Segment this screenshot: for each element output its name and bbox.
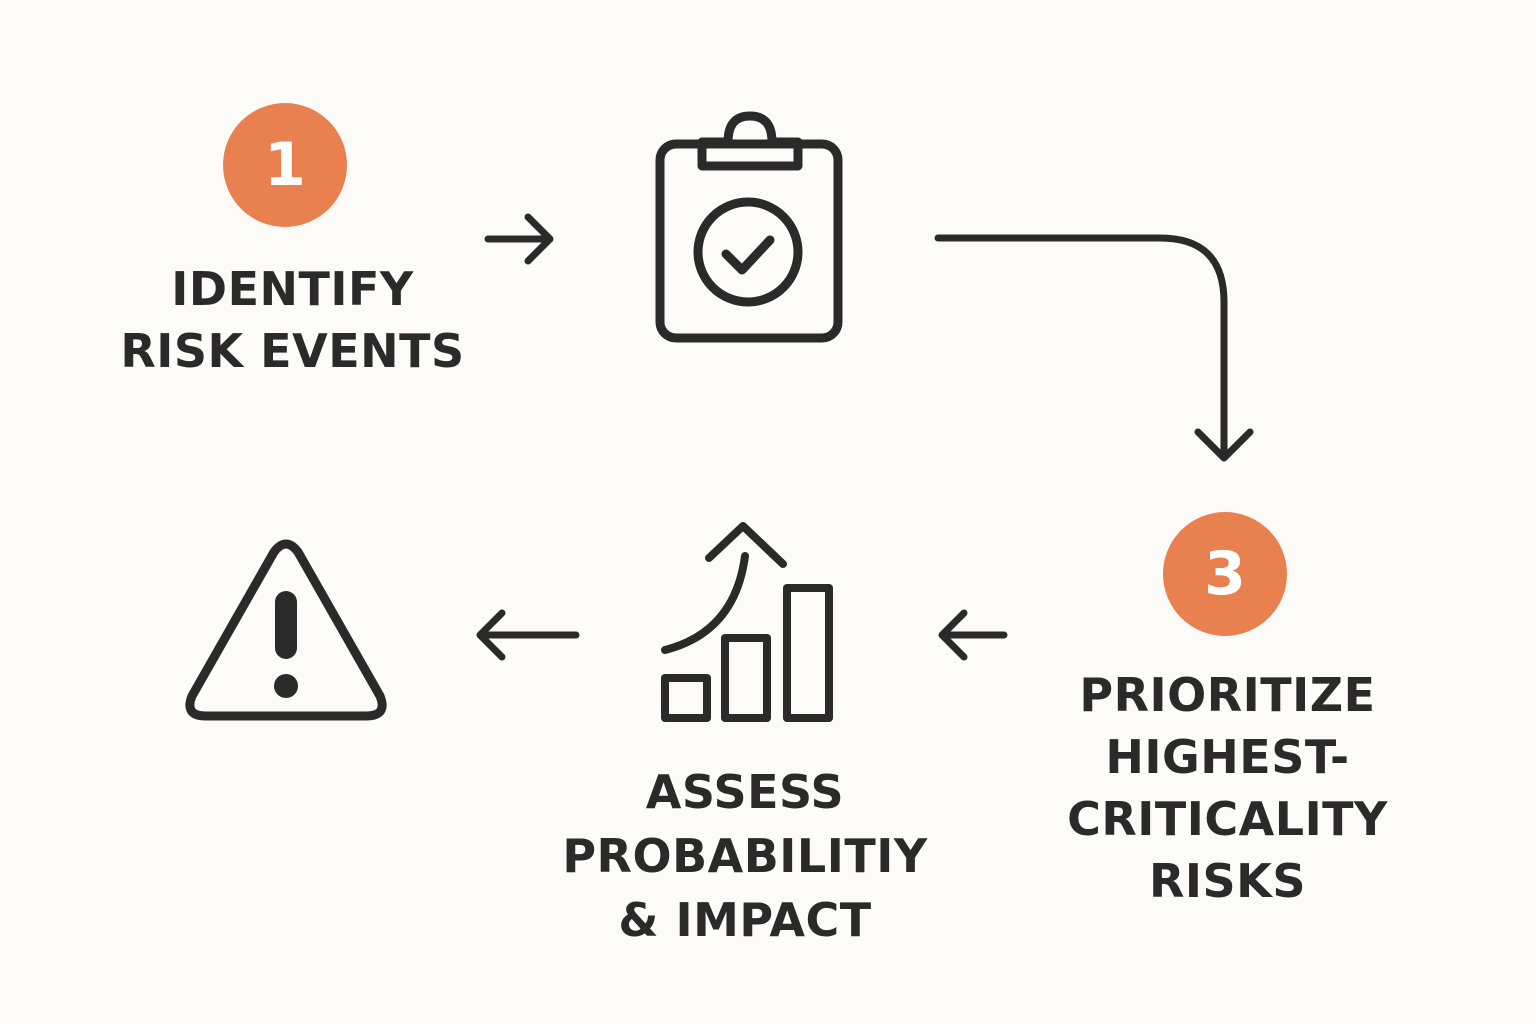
step-1-label-line-1: IDENTIFY xyxy=(171,262,414,316)
arrow-left-2 xyxy=(476,609,580,661)
step-2-label: ASSESS PROBABILITIY & IMPACT xyxy=(560,760,930,952)
step-1-number: 1 xyxy=(264,130,306,200)
arrow-right xyxy=(484,213,554,265)
step-1-label: IDENTIFY RISK EVENTS xyxy=(120,258,465,382)
step-3-number-badge: 3 xyxy=(1163,512,1287,636)
step-3-number: 3 xyxy=(1204,539,1246,609)
step-3-label-line-1: PRIORITIZE xyxy=(1079,668,1376,722)
arrow-left-1 xyxy=(938,609,1008,661)
step-3-label-line-3: CRITICALITY xyxy=(1067,792,1388,846)
step-3-label-line-2: HIGHEST- xyxy=(1105,730,1350,784)
step-3-label: PRIORITIZE HIGHEST- CRITICALITY RISKS xyxy=(1060,664,1395,912)
step-1-label-line-2: RISK EVENTS xyxy=(120,324,465,378)
clipboard-check-icon xyxy=(655,111,843,343)
arrow-curve-down xyxy=(934,234,1254,462)
step-2-label-line-2: PROBABILITIY xyxy=(562,829,928,883)
step-2-label-line-3: & IMPACT xyxy=(618,893,872,947)
warning-triangle-icon xyxy=(185,539,387,721)
step-2-label-line-1: ASSESS xyxy=(645,765,845,819)
step-3-label-line-4: RISKS xyxy=(1149,854,1306,908)
step-1-number-badge: 1 xyxy=(223,103,347,227)
growth-chart-icon xyxy=(661,522,833,722)
